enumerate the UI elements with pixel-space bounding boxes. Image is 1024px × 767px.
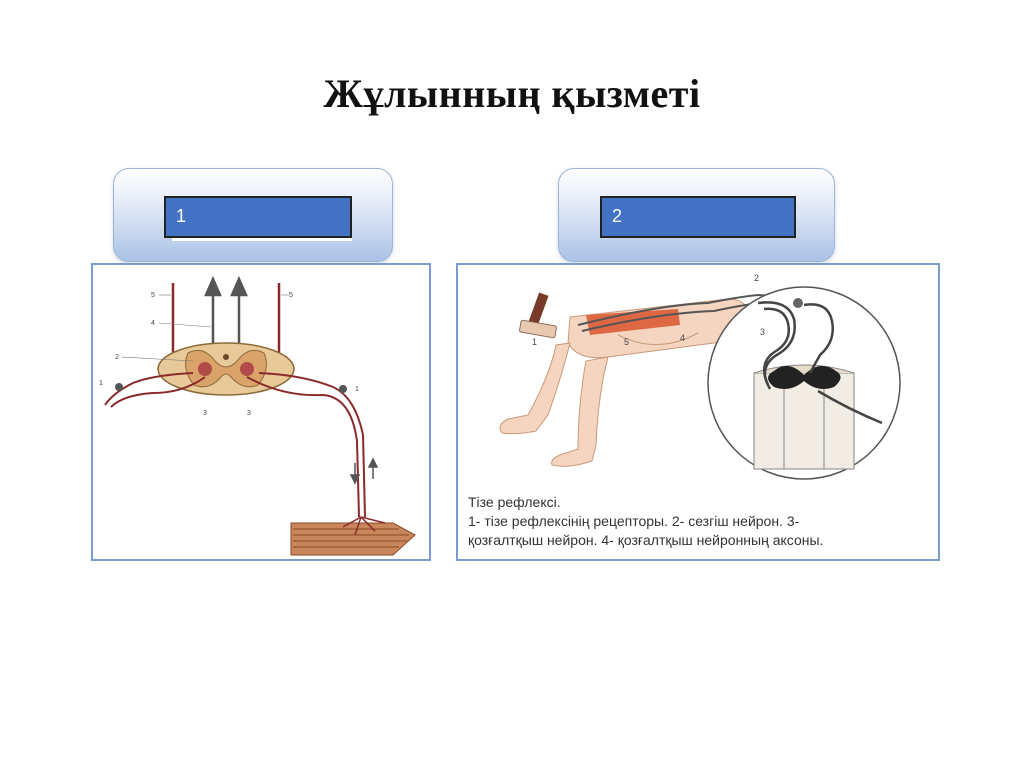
knee-label-5: 5 [624, 337, 629, 347]
caption-line-3: қозғалтқыш нейрон. 4- қозғалтқыш нейронн… [468, 531, 928, 550]
label-box-2-text: 2 [612, 206, 622, 227]
knee-label-3: 3 [760, 327, 765, 337]
knee-label-4: 4 [680, 333, 685, 343]
label-tract-5-right: 5 [289, 292, 293, 299]
label-box-1-underline [172, 238, 352, 241]
slide-title: Жұлынның қызметі [0, 70, 1024, 117]
figure-caption: Тізе рефлексі. 1- тізе рефлексінің рецеп… [468, 493, 928, 550]
spinal-cord-figure: 5 5 4 2 1 1 3 3 [91, 263, 431, 561]
label-root-2: 2 [115, 354, 119, 361]
caption-line-1: Тізе рефлексі. [468, 493, 928, 512]
label-tract-5-left: 5 [151, 292, 155, 299]
label-horn-3-right: 3 [247, 410, 251, 417]
label-horn-3-left: 3 [203, 410, 207, 417]
spinal-cord-diagram: 5 5 4 2 1 1 3 3 [93, 265, 431, 561]
knee-label-1: 1 [532, 337, 537, 347]
caption-line-2: 1- тізе рефлексінің рецепторы. 2- сезгіш… [468, 512, 928, 531]
label-tract-4: 4 [151, 320, 155, 327]
label-box-1-text: 1 [176, 206, 186, 227]
label-box-1: 1 [164, 196, 352, 238]
reflex-hammer [519, 292, 557, 338]
knee-label-2: 2 [754, 273, 759, 283]
knee-reflex-figure: 1 2 3 4 5 Тізе рефлексі. 1- тізе рефлекс… [456, 263, 940, 561]
label-ganglion-1-right: 1 [355, 386, 359, 393]
label-ganglion-1-left: 1 [99, 380, 103, 387]
label-box-2: 2 [600, 196, 796, 238]
